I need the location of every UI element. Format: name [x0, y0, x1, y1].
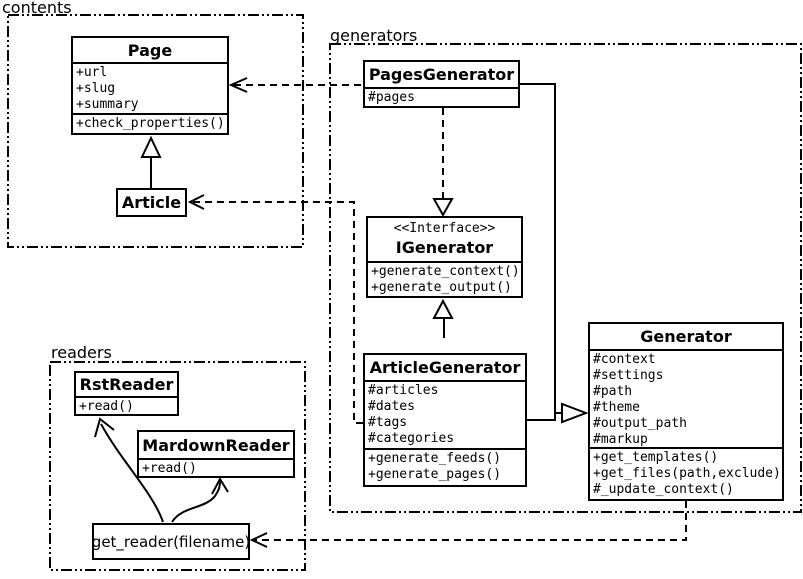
- generator-methods-section: +get_templates() +get_files(path,exclude…: [590, 447, 782, 499]
- package-border-generators: [329, 43, 802, 513]
- get-reader-function-box: get_reader(filename): [92, 523, 250, 560]
- class-title-article: Article: [121, 193, 182, 212]
- class-attribute: +url: [76, 65, 108, 80]
- pagesgenerator-attributes-section: #pages: [365, 87, 518, 106]
- package-label-readers: readers: [51, 343, 112, 362]
- dependency-pagesgenerator-to-page: [228, 77, 361, 93]
- class-attribute: #markup: [593, 432, 648, 447]
- class-attribute: #categories: [368, 431, 455, 446]
- class-box-generator: Generator #context #settings #path #them…: [588, 322, 784, 501]
- dependency-articlegenerator-to-article: [187, 194, 363, 424]
- page-methods-section: +check_properties(): [73, 113, 227, 133]
- class-box-igenerator: <<Interface>> IGenerator +generate_conte…: [366, 216, 523, 298]
- class-method: +read(): [79, 399, 134, 414]
- package-label-generators: generators: [330, 26, 418, 45]
- class-method: +generate_output(): [371, 280, 512, 295]
- arrow-getreader-to-rstreader: [94, 417, 164, 523]
- mardownreader-methods-section: +read(): [139, 458, 293, 476]
- class-title-articlegenerator: ArticleGenerator: [369, 358, 521, 377]
- class-attribute: +summary: [76, 97, 139, 112]
- igenerator-header: <<Interface>> IGenerator: [368, 218, 521, 261]
- class-method: +generate_feeds(): [368, 451, 502, 466]
- page-attributes-section: +url +slug +summary: [73, 62, 227, 113]
- class-title-generator: Generator: [640, 327, 732, 346]
- inheritance-articlegenerator-to-igenerator: [432, 298, 454, 338]
- class-box-article: Article: [116, 188, 187, 217]
- class-attribute: #output_path: [593, 416, 687, 431]
- class-attribute: #dates: [368, 399, 415, 414]
- dependency-generator-to-getreader: [249, 501, 687, 548]
- class-title-mardownreader: MardownReader: [142, 435, 290, 455]
- arrow-getreader-to-mardownreader: [171, 476, 229, 523]
- class-attribute: #context: [593, 352, 656, 367]
- class-method: #_update_context(): [593, 482, 734, 497]
- class-box-rstreader: RstReader +read(): [74, 371, 179, 416]
- package-border-readers: [49, 361, 306, 571]
- package-border-contents: [7, 14, 304, 248]
- class-attribute: #theme: [593, 400, 640, 415]
- class-attribute: #tags: [368, 415, 408, 430]
- class-box-mardownreader: MardownReader +read(): [137, 430, 295, 478]
- class-attribute: #articles: [368, 383, 439, 398]
- class-attribute: #path: [593, 384, 633, 399]
- class-attribute: #pages: [368, 90, 415, 105]
- class-method: +generate_context(): [371, 264, 520, 279]
- class-title-rstreader: RstReader: [79, 375, 174, 394]
- class-title-igenerator: IGenerator: [395, 238, 494, 257]
- get-reader-label: get_reader(filename): [91, 532, 251, 551]
- inheritance-article-to-page: [140, 135, 162, 188]
- class-attribute: +slug: [76, 81, 116, 96]
- interface-stereotype: <<Interface>>: [393, 220, 496, 236]
- class-attribute: #settings: [593, 368, 664, 383]
- rstreader-methods-section: +read(): [76, 396, 177, 414]
- generator-attributes-section: #context #settings #path #theme #output_…: [590, 349, 782, 447]
- package-label-contents: contents: [2, 0, 72, 17]
- class-box-articlegenerator: ArticleGenerator #articles #dates #tags …: [363, 353, 527, 487]
- class-method: +read(): [142, 461, 197, 476]
- realization-pagesgenerator-to-igenerator: [432, 108, 454, 218]
- inheritance-generators-to-generator: [520, 83, 589, 424]
- class-title-page: Page: [127, 40, 173, 60]
- class-title-pagesgenerator: PagesGenerator: [368, 65, 515, 84]
- class-box-page: Page +url +slug +summary +check_properti…: [71, 36, 229, 135]
- class-method: +check_properties(): [76, 116, 225, 131]
- class-method: +get_files(path,exclude): [593, 466, 781, 481]
- articlegenerator-methods-section: +generate_feeds() +generate_pages(): [365, 448, 525, 485]
- class-box-pagesgenerator: PagesGenerator #pages: [363, 60, 520, 108]
- articlegenerator-attributes-section: #articles #dates #tags #categories: [365, 380, 525, 448]
- class-method: +generate_pages(): [368, 467, 502, 482]
- class-method: +get_templates(): [593, 450, 719, 465]
- igenerator-methods-section: +generate_context() +generate_output(): [368, 261, 521, 296]
